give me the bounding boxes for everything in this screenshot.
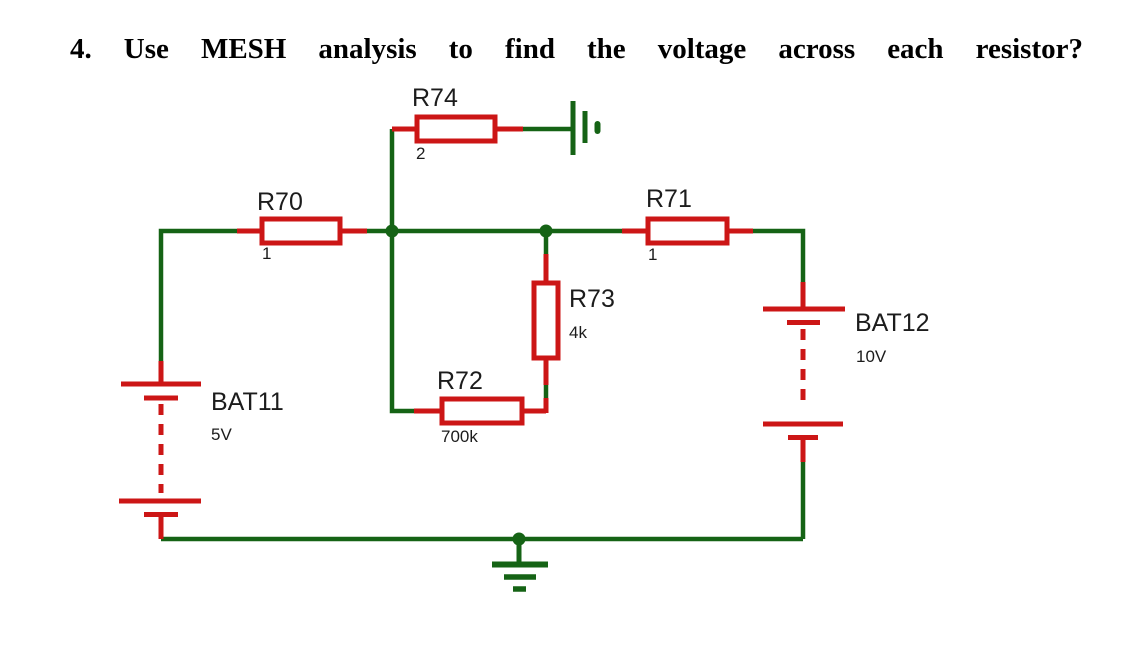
r72-label: R72	[437, 367, 483, 395]
battery-bat11-symbol	[119, 361, 201, 539]
r73-value: 4k	[569, 323, 587, 342]
battery-bat12-symbol	[763, 282, 845, 462]
r70-label: R70	[257, 188, 303, 216]
wire-top-left-corner	[158, 228, 237, 361]
component-layer	[119, 114, 845, 539]
r74-label: R74	[412, 84, 458, 112]
wire-nodeA-down-to-r72	[389, 231, 414, 414]
bat11-label: BAT11	[211, 388, 284, 416]
junction-ground-node	[512, 532, 526, 546]
junction-node-b	[539, 224, 553, 238]
bat11-value: 5V	[211, 425, 232, 444]
r74-value: 2	[416, 144, 425, 163]
wire-top-right-corner	[753, 228, 806, 282]
junction-node-a	[385, 224, 399, 238]
wire-layer	[158, 101, 806, 592]
bat12-label: BAT12	[855, 309, 930, 337]
r73-label: R73	[569, 285, 615, 313]
r71-value: 1	[648, 245, 657, 264]
resistor-r74-symbol	[392, 114, 523, 144]
terminal-ground-icon	[570, 101, 601, 155]
earth-ground-icon	[492, 539, 548, 592]
resistor-r70-symbol	[237, 216, 367, 246]
label-layer: R70 1 R71 1 R74 2 R73 4k R72 700k BAT11 …	[211, 84, 930, 446]
r70-value: 1	[262, 244, 271, 263]
resistor-r71-symbol	[622, 216, 753, 246]
question-title: 4. Use MESH analysis to find the voltage…	[70, 33, 1083, 65]
resistor-r73-symbol	[522, 254, 561, 414]
resistor-r72-symbol	[414, 396, 525, 426]
r71-label: R71	[646, 185, 692, 213]
junction-layer	[385, 224, 553, 546]
r72-value: 700k	[441, 427, 478, 446]
bat12-value: 10V	[856, 347, 887, 366]
